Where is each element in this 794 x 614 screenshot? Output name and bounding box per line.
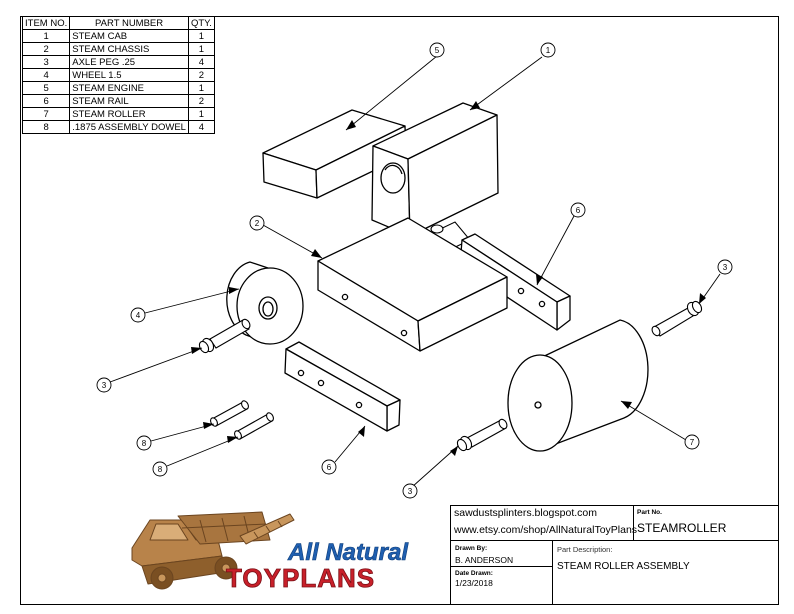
bom-qty: 1 [187, 29, 215, 43]
balloon-label: 3 [723, 263, 728, 272]
bom-item-no: 5 [21, 81, 71, 95]
balloon-label: 3 [408, 487, 413, 496]
bom-part-number: WHEEL 1.5 [69, 68, 189, 82]
balloon-2: 2 [249, 215, 265, 231]
bom-part-number: STEAM ENGINE [69, 81, 189, 95]
bom-qty: 1 [187, 42, 215, 56]
balloon-label: 5 [435, 46, 440, 55]
bom-qty: 1 [187, 107, 215, 121]
part-steam-cab [371, 102, 499, 237]
bom-header-item: ITEM NO. [21, 16, 71, 30]
balloon-label: 8 [142, 439, 147, 448]
bom-item-no: 6 [21, 94, 71, 108]
logo-truck [131, 511, 295, 590]
balloon-3: 3 [717, 259, 733, 275]
balloon-6: 6 [321, 459, 337, 475]
balloon-6: 6 [570, 202, 586, 218]
part-desc-value: STEAM ROLLER ASSEMBLY [557, 561, 690, 572]
balloon-3: 3 [402, 483, 418, 499]
bom-part-number: STEAM CAB [69, 29, 189, 43]
balloon-7: 7 [684, 434, 700, 450]
balloon-8: 8 [136, 435, 152, 451]
blog-url: sawdustsplinters.blogspot.com [454, 507, 597, 519]
leader-lines [109, 55, 721, 488]
part-dowel-lower [234, 412, 274, 440]
bom-item-no: 1 [21, 29, 71, 43]
bom-qty: 4 [187, 120, 215, 134]
bom-qty: 2 [187, 68, 215, 82]
bom-item-no: 2 [21, 42, 71, 56]
balloon-label: 2 [255, 219, 260, 228]
bom-qty: 4 [187, 55, 215, 69]
part-axle-peg-right-lower [456, 418, 508, 452]
bom-part-number: .1875 ASSEMBLY DOWEL [69, 120, 189, 134]
balloon-8: 8 [152, 461, 168, 477]
bom-header-qty: QTY. [187, 16, 215, 30]
leader-arrowheads [191, 101, 706, 456]
balloon-label: 4 [136, 311, 141, 320]
bom-item-no: 8 [21, 120, 71, 134]
balloon-label: 8 [158, 465, 163, 474]
bom-part-number: STEAM ROLLER [69, 107, 189, 121]
logo-line1: All Natural [287, 539, 409, 566]
bom-qty: 1 [187, 81, 215, 95]
bom-header-row: ITEM NO. PART NUMBER QTY. [21, 16, 215, 30]
date-label: Date Drawn: [455, 570, 493, 577]
part-no-label: Part No. [637, 509, 662, 516]
part-axle-peg-right-upper [651, 300, 703, 337]
bom-item-no: 7 [21, 107, 71, 121]
balloon-label: 6 [576, 206, 581, 215]
balloon-1: 1 [540, 42, 556, 58]
bom-item-no: 3 [21, 55, 71, 69]
balloon-label: 6 [327, 463, 332, 472]
title-block-grid [450, 505, 779, 605]
bom-header-part: PART NUMBER [69, 16, 189, 30]
part-steam-chassis [317, 217, 508, 352]
balloon-5: 5 [429, 42, 445, 58]
part-no-value: STEAMROLLER [637, 521, 727, 535]
shop-url: www.etsy.com/shop/AllNaturalToyPlans [454, 524, 638, 536]
drawn-by-label: Drawn By: [455, 545, 488, 552]
balloons: 5 1 2 6 3 4 3 8 8 6 7 3 [96, 42, 733, 499]
logo: All Natural TOYPLANS [131, 511, 410, 593]
balloon-3: 3 [96, 377, 112, 393]
part-steam-roller [507, 319, 649, 452]
part-desc-label: Part Description: [557, 545, 613, 554]
bom-part-number: STEAM CHASSIS [69, 42, 189, 56]
date-value: 1/23/2018 [455, 578, 493, 588]
drawn-by-value: B. ANDERSON [455, 555, 514, 565]
part-dowel-upper [210, 400, 249, 427]
balloon-4: 4 [130, 307, 146, 323]
drawing-border [20, 16, 779, 605]
part-axle-peg-left [198, 318, 251, 354]
balloon-label: 7 [690, 438, 695, 447]
bom-part-number: STEAM RAIL [69, 94, 189, 108]
balloon-label: 3 [102, 381, 107, 390]
bom-item-no: 4 [21, 68, 71, 82]
bom-qty: 2 [187, 94, 215, 108]
part-steam-rail-front [284, 341, 401, 432]
bom-part-number: AXLE PEG .25 [69, 55, 189, 69]
balloon-label: 1 [546, 46, 551, 55]
logo-line2: TOYPLANS [226, 563, 375, 593]
